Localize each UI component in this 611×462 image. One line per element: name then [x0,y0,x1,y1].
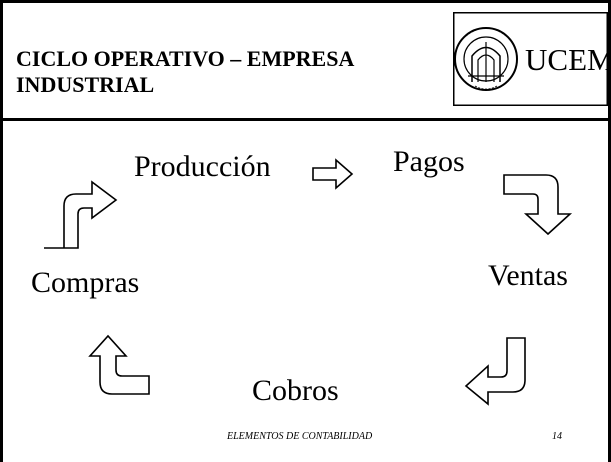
cycle-step-pagos: Pagos [393,145,465,178]
arrow-bend-up-right-icon [44,180,118,249]
logo-frame [453,12,608,106]
frame-right-border [608,0,611,462]
frame-top-border [0,0,611,3]
logo-wordmark: UCEMA [525,42,608,77]
cycle-step-compras: Compras [31,266,140,299]
arrow-right-icon [312,158,354,190]
cycle-step-produccion: Producción [134,150,271,183]
footer-course-label: ELEMENTOS DE CONTABILIDAD [227,431,373,442]
university-seal-icon [454,27,518,91]
ucema-logo: UCEMA [453,12,608,106]
header-divider [0,118,611,121]
arrow-bend-down-right-icon [503,174,573,236]
footer-page-number: 14 [552,431,562,442]
cycle-step-cobros: Cobros [252,374,339,407]
frame-left-border [0,0,3,462]
arrow-bend-down-left-icon [464,337,526,406]
slide-title: CICLO OPERATIVO – EMPRESA INDUSTRIAL [16,46,436,98]
cycle-step-ventas: Ventas [488,259,568,292]
arrow-bend-up-left-icon [88,334,150,395]
slide-title-line-2: INDUSTRIAL [16,72,155,97]
slide-title-line-1: CICLO OPERATIVO – EMPRESA [16,46,355,71]
